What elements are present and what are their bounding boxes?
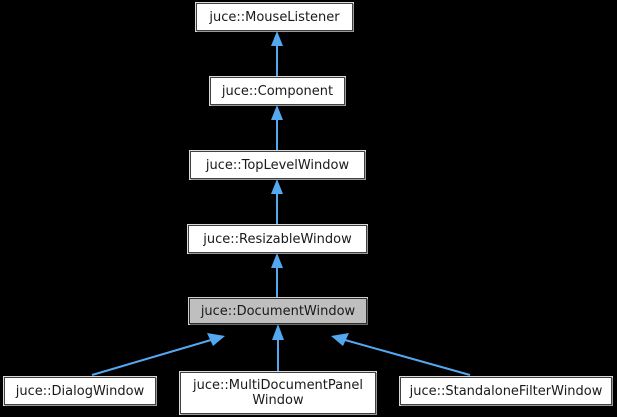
edge-standalonefilterwindow-to-documentwindow	[331, 333, 471, 376]
class-node-label: juce::StandaloneFilterWindow	[409, 383, 603, 399]
edge-multidocumentpanelwindow-to-documentwindow	[272, 324, 284, 372]
class-node-multi-document-panel-window[interactable]: juce::MultiDocumentPanel Window	[180, 372, 376, 414]
class-node-component[interactable]: juce::Component	[210, 77, 345, 105]
class-node-label: juce::Component	[221, 83, 334, 99]
class-node-label: juce::ResizableWindow	[203, 231, 352, 247]
class-node-resizable-window[interactable]: juce::ResizableWindow	[188, 225, 367, 253]
edge-resizablewindow-to-toplevelwindow	[271, 179, 283, 225]
edge-component-to-mouselistener	[271, 31, 283, 77]
class-node-label: juce::DialogWindow	[15, 383, 145, 399]
class-node-label: juce::TopLevelWindow	[205, 157, 350, 173]
class-node-top-level-window[interactable]: juce::TopLevelWindow	[190, 151, 365, 179]
class-node-dialog-window[interactable]: juce::DialogWindow	[4, 377, 156, 405]
edge-documentwindow-to-resizablewindow	[271, 253, 283, 298]
class-node-label: juce::MouseListener	[209, 9, 340, 25]
class-node-label: juce::MultiDocumentPanel Window	[193, 378, 363, 408]
edge-toplevelwindow-to-component	[271, 105, 283, 151]
edge-dialogwindow-to-documentwindow	[91, 333, 225, 376]
class-node-label: juce::DocumentWindow	[200, 303, 356, 319]
class-node-standalone-filter-window[interactable]: juce::StandaloneFilterWindow	[400, 377, 612, 405]
class-node-mouse-listener[interactable]: juce::MouseListener	[196, 3, 353, 31]
class-node-document-window[interactable]: juce::DocumentWindow	[189, 298, 367, 324]
